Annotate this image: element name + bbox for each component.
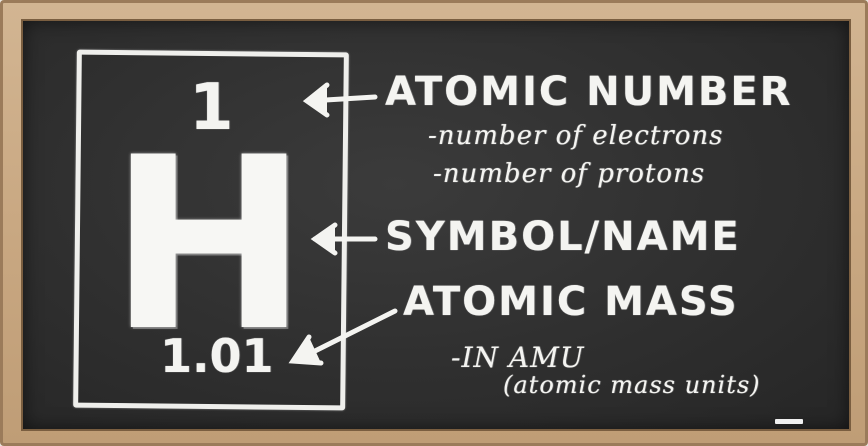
label-symbol-name: SYMBOL/NAME: [385, 214, 741, 260]
label-atomic-mass: ATOMIC MASS: [403, 279, 739, 325]
label-atomic-number: ATOMIC NUMBER: [385, 69, 793, 115]
note-number-of-protons: -number of protons: [433, 159, 706, 189]
chalkboard: 1 H 1.01 ATOMIC NUMBER -number of electr…: [21, 19, 851, 431]
note-in-amu: -IN AMU: [451, 341, 585, 374]
note-number-of-electrons: -number of electrons: [428, 121, 724, 151]
chalk-piece: [775, 419, 803, 424]
note-atomic-mass-units: (atomic mass units): [503, 371, 761, 399]
tile-element-symbol: H: [109, 107, 308, 384]
arrow-symbol-name: [310, 222, 378, 256]
tile-atomic-number: 1: [189, 71, 234, 145]
arrow-atomic-mass: [288, 308, 398, 366]
arrows-layer: [288, 82, 398, 366]
arrow-atomic-number: [302, 82, 378, 118]
tile-atomic-mass: 1.01: [160, 329, 274, 383]
